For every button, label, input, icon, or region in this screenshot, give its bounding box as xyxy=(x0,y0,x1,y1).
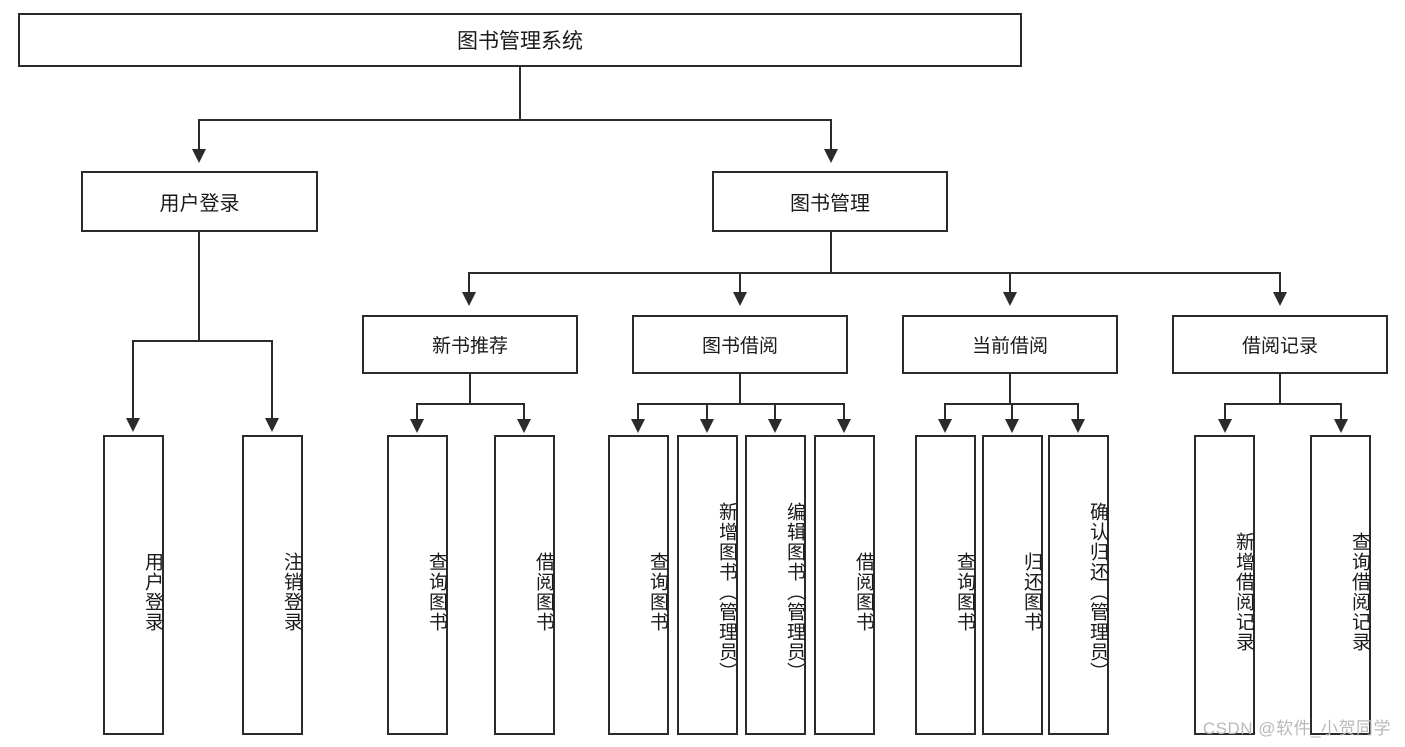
edge-book-mgmt-bus xyxy=(468,272,1280,274)
arrowhead-to-borrow-record xyxy=(1273,292,1287,306)
edge-current-borrow-leaf-2 xyxy=(1011,403,1013,421)
edge-book-borrow-bus xyxy=(637,403,845,405)
leaf-new-book-query[interactable]: 查询图书 xyxy=(387,435,448,735)
node-label: 用户登录 xyxy=(159,193,240,215)
edge-user-login-to-leaf-2 xyxy=(271,340,273,420)
arrowhead-to-book-mgmt xyxy=(824,149,838,163)
node-user-login[interactable]: 用户登录 xyxy=(81,171,318,232)
edge-current-borrow-leaf-3 xyxy=(1077,403,1079,421)
edge-new-book-leaf-1 xyxy=(416,403,418,421)
node-root-system[interactable]: 图书管理系统 xyxy=(18,13,1022,67)
node-label: 图书借阅 xyxy=(701,336,778,357)
edge-borrow-record-leaf-2 xyxy=(1340,403,1342,421)
node-label: 当前借阅 xyxy=(971,336,1048,357)
edge-user-login-to-leaf-1 xyxy=(132,340,134,420)
node-borrow-record[interactable]: 借阅记录 xyxy=(1172,315,1388,374)
edge-current-borrow-leaf-1 xyxy=(944,403,946,421)
node-label: 新增借阅记录 xyxy=(1233,532,1254,652)
node-label: 新增图书（管理员） xyxy=(716,502,737,682)
arrowhead-current-borrow-leaf-1 xyxy=(938,419,952,433)
edge-root-bus xyxy=(198,119,832,121)
arrowhead-new-book-leaf-1 xyxy=(410,419,424,433)
node-current-borrow[interactable]: 当前借阅 xyxy=(902,315,1118,374)
leaf-current-borrow-confirm-return[interactable]: 确认归还（管理员） xyxy=(1048,435,1109,735)
node-label: 查询图书 xyxy=(647,552,668,632)
edge-new-book-stem xyxy=(469,374,471,403)
node-label: 编辑图书（管理员） xyxy=(784,502,805,682)
arrowhead-borrow-record-leaf-2 xyxy=(1334,419,1348,433)
edge-new-book-bus xyxy=(416,403,524,405)
edge-to-borrow-record xyxy=(1279,272,1281,294)
edge-new-book-leaf-2 xyxy=(523,403,525,421)
edge-current-borrow-stem xyxy=(1009,374,1011,403)
edge-user-login-bus xyxy=(132,340,272,342)
arrowhead-book-borrow-leaf-4 xyxy=(837,419,851,433)
arrowhead-user-login-leaf-2 xyxy=(265,418,279,432)
node-label: 查询图书 xyxy=(426,552,447,632)
edge-to-current-borrow xyxy=(1009,272,1011,294)
edge-borrow-record-stem xyxy=(1279,374,1281,403)
node-label: 借阅记录 xyxy=(1241,336,1318,357)
arrowhead-to-current-borrow xyxy=(1003,292,1017,306)
arrowhead-book-borrow-leaf-2 xyxy=(700,419,714,433)
arrowhead-to-book-borrow xyxy=(733,292,747,306)
arrowhead-to-new-book xyxy=(462,292,476,306)
arrowhead-borrow-record-leaf-1 xyxy=(1218,419,1232,433)
arrowhead-book-borrow-leaf-1 xyxy=(631,419,645,433)
node-label: 借阅图书 xyxy=(533,552,554,632)
leaf-current-borrow-return[interactable]: 归还图书 xyxy=(982,435,1043,735)
node-new-book-recommend[interactable]: 新书推荐 xyxy=(362,315,578,374)
edge-root-to-book-mgmt xyxy=(830,119,832,151)
arrowhead-current-borrow-leaf-3 xyxy=(1071,419,1085,433)
edge-book-borrow-leaf-1 xyxy=(637,403,639,421)
leaf-user-login-logout[interactable]: 注销登录 xyxy=(242,435,303,735)
arrowhead-new-book-leaf-2 xyxy=(517,419,531,433)
leaf-book-borrow-add[interactable]: 新增图书（管理员） xyxy=(677,435,738,735)
leaf-borrow-record-add[interactable]: 新增借阅记录 xyxy=(1194,435,1255,735)
edge-book-borrow-stem xyxy=(739,374,741,403)
arrowhead-user-login-leaf-1 xyxy=(126,418,140,432)
leaf-book-borrow-edit[interactable]: 编辑图书（管理员） xyxy=(745,435,806,735)
leaf-user-login-login[interactable]: 用户登录 xyxy=(103,435,164,735)
leaf-borrow-record-query[interactable]: 查询借阅记录 xyxy=(1310,435,1371,735)
node-label: 图书管理系统 xyxy=(457,30,583,53)
edge-borrow-record-bus xyxy=(1224,403,1341,405)
leaf-new-book-borrow[interactable]: 借阅图书 xyxy=(494,435,555,735)
edge-borrow-record-leaf-1 xyxy=(1224,403,1226,421)
node-label: 查询借阅记录 xyxy=(1349,532,1370,652)
edge-book-borrow-leaf-3 xyxy=(774,403,776,421)
node-label: 确认归还（管理员） xyxy=(1087,502,1108,682)
node-label: 图书管理 xyxy=(790,193,870,215)
edge-book-borrow-leaf-2 xyxy=(706,403,708,421)
watermark-text: CSDN @软件_小贺同学 xyxy=(1202,719,1391,738)
leaf-book-borrow-borrow[interactable]: 借阅图书 xyxy=(814,435,875,735)
node-label: 查询图书 xyxy=(954,552,975,632)
leaf-current-borrow-query[interactable]: 查询图书 xyxy=(915,435,976,735)
node-label: 借阅图书 xyxy=(853,552,874,632)
edge-root-to-user-login xyxy=(198,119,200,151)
edge-to-new-book xyxy=(468,272,470,294)
edge-book-mgmt-stem xyxy=(830,232,832,272)
node-label: 新书推荐 xyxy=(431,336,508,357)
edge-to-book-borrow xyxy=(739,272,741,294)
leaf-book-borrow-query[interactable]: 查询图书 xyxy=(608,435,669,735)
arrowhead-to-user-login xyxy=(192,149,206,163)
edge-root-stem xyxy=(519,67,521,119)
node-label: 注销登录 xyxy=(281,552,302,632)
node-label: 归还图书 xyxy=(1021,552,1042,632)
arrowhead-current-borrow-leaf-2 xyxy=(1005,419,1019,433)
edge-user-login-stem xyxy=(198,232,200,340)
edge-book-borrow-leaf-4 xyxy=(843,403,845,421)
node-label: 用户登录 xyxy=(142,552,163,632)
node-book-borrow[interactable]: 图书借阅 xyxy=(632,315,848,374)
arrowhead-book-borrow-leaf-3 xyxy=(768,419,782,433)
node-book-management[interactable]: 图书管理 xyxy=(712,171,948,232)
